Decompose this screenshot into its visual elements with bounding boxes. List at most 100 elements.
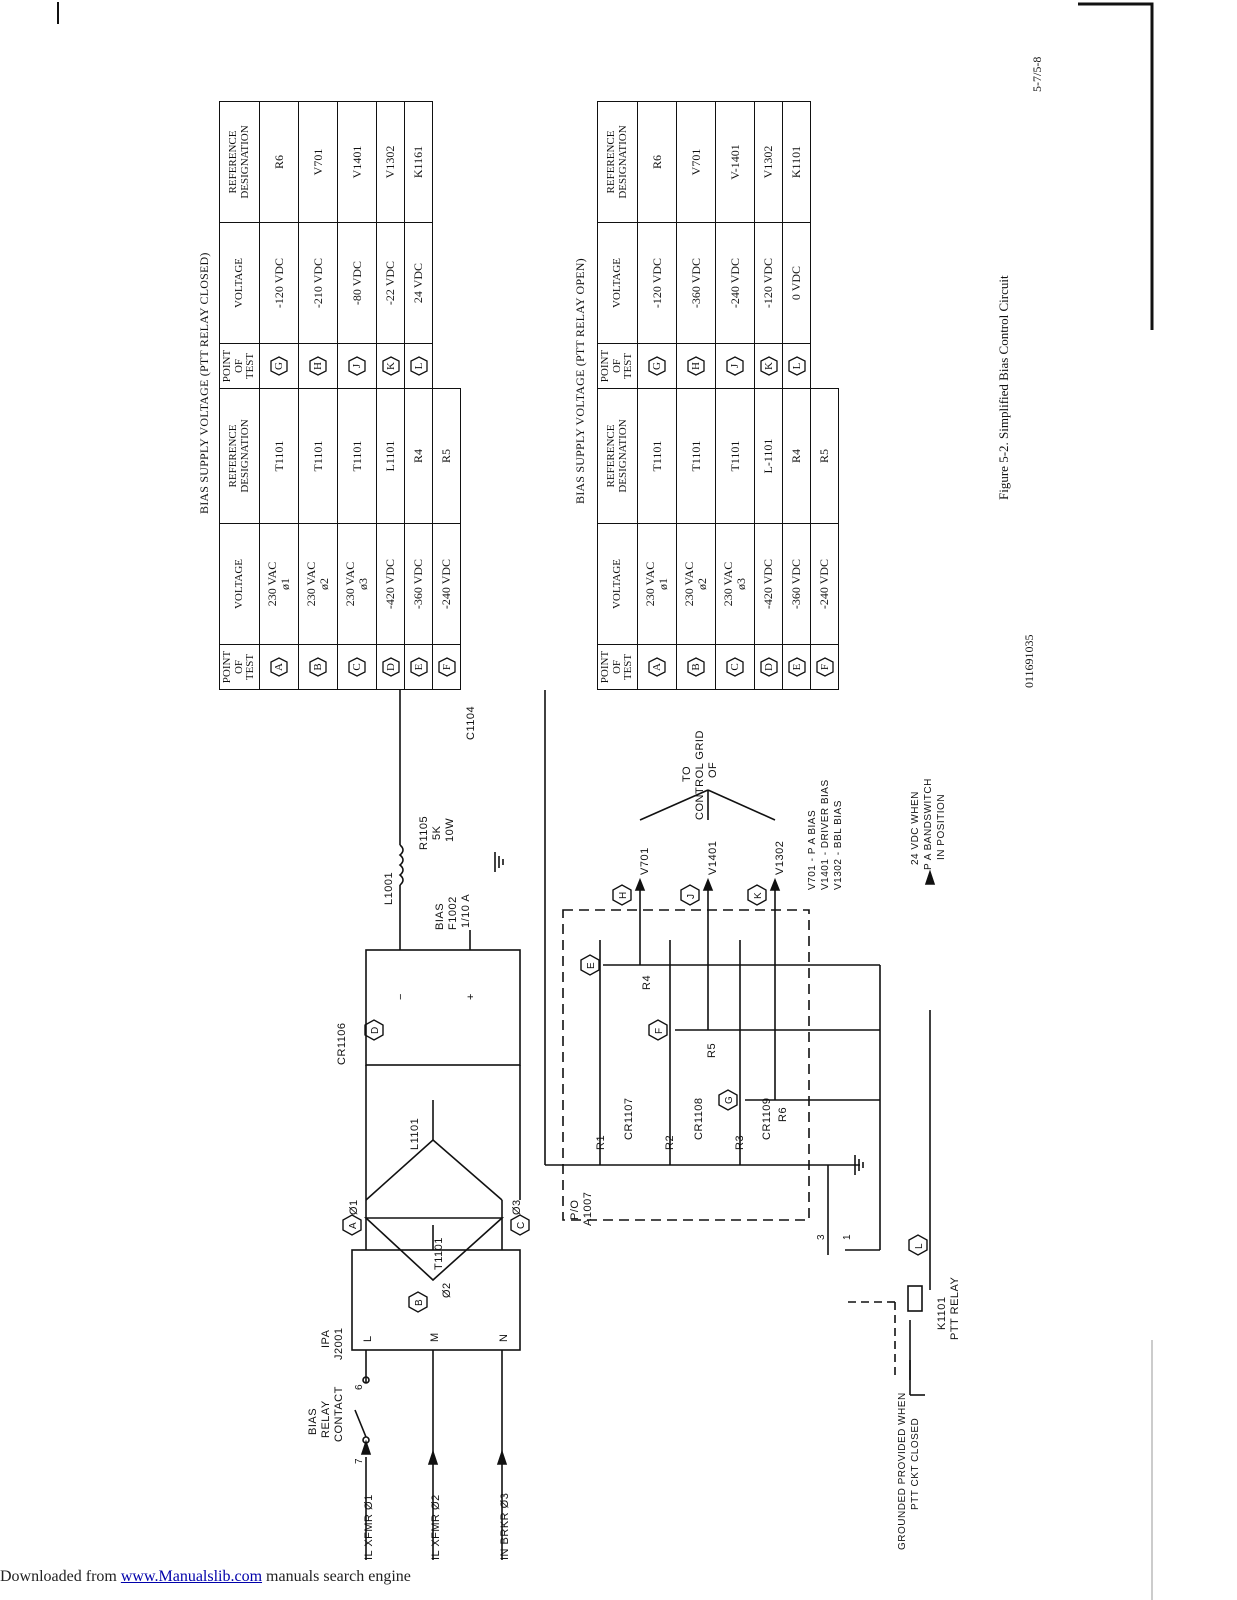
test-point-k-marker: K (747, 884, 767, 906)
test-point-d-marker: D (364, 1019, 384, 1041)
test-point-h-marker: H (612, 884, 632, 906)
pot-label: R6 (777, 1107, 789, 1122)
pin-label: 7 (354, 1458, 365, 1464)
po-label: P/O (569, 1200, 581, 1220)
svg-text:A: A (348, 1222, 359, 1229)
test-point-f: F (437, 657, 456, 677)
ground-note: PTT CKT CLOSED (910, 1418, 921, 1510)
table-cell: E (404, 644, 433, 690)
terminal-label: L (362, 1335, 374, 1342)
table-cell: -80 VDC (337, 222, 377, 344)
ipa-label: J2001 (333, 1328, 345, 1360)
bias-relay-label: BIAS (307, 1408, 319, 1435)
table-cell: E (782, 644, 811, 690)
table-cell: T1101 (715, 388, 755, 524)
phase-label: Ø1 (348, 1199, 360, 1215)
table2-title: BIAS SUPPLY VOLTAGE (PTT RELAY OPEN) (573, 258, 587, 504)
svg-text:D: D (370, 1026, 381, 1034)
table-cell: V1302 (376, 101, 405, 223)
table-cell: T1101 (637, 388, 677, 524)
table-cell (811, 223, 839, 344)
table-cell: -120 VDC (259, 222, 299, 344)
table-cell: 24 VDC (404, 222, 433, 344)
tube-label: V1401 (707, 841, 719, 875)
table-cell: -240 VDC (715, 222, 755, 344)
table-cell: -420 VDC (754, 523, 783, 645)
test-point-a: A (648, 657, 666, 677)
table-cell (433, 344, 461, 389)
input-label-phase-1: IL XFMR Ø1 (363, 1494, 375, 1560)
table-cell: D (376, 644, 405, 690)
col-voltage: VOLTAGE (597, 523, 638, 645)
vdc-note: IN POSITION (936, 794, 947, 860)
document-number: 011691035 (1022, 634, 1036, 688)
terminal-label: N (498, 1334, 510, 1342)
manualslib-link[interactable]: www.Manualslib.com (120, 1568, 263, 1585)
col-voltage-2: VOLTAGE (597, 222, 638, 344)
test-point-e: E (409, 657, 428, 677)
tube-label: V1302 (774, 841, 786, 875)
test-point-k: K (381, 356, 400, 376)
control-grid-label: TO (681, 766, 693, 782)
table-cell: J (337, 343, 377, 389)
table-cell: 0 VDC (782, 222, 811, 344)
test-point-l: L (409, 356, 428, 376)
table1-title: BIAS SUPPLY VOLTAGE (PTT RELAY CLOSED) (197, 252, 211, 514)
table-cell (433, 223, 461, 344)
table-cell: F (810, 644, 839, 690)
table-cell: G (259, 343, 299, 389)
test-point-f-marker: F (648, 1019, 668, 1041)
pin-label: 6 (354, 1384, 365, 1390)
table-cell: L-1101 (754, 388, 783, 524)
table-cell: R4 (782, 388, 811, 524)
svg-text:L: L (914, 1243, 925, 1249)
r1105-label: 10W (444, 818, 456, 842)
table-cell: L (404, 343, 433, 389)
table-cell: J (715, 343, 755, 389)
phase-label: Ø2 (441, 1282, 453, 1298)
relay-contact-label: 1 (842, 1234, 853, 1240)
control-grid-label: OF (707, 762, 719, 778)
table-cell: K (376, 343, 405, 389)
test-point-b: B (687, 657, 705, 677)
test-point-a-marker: A (342, 1214, 362, 1236)
test-point-d: D (759, 657, 778, 677)
table-cell: T1101 (337, 388, 377, 524)
table-cell: -120 VDC (637, 222, 677, 344)
fuse-label: F1002 (447, 896, 459, 930)
test-point-d: D (381, 657, 400, 677)
table-cell: T1101 (259, 388, 299, 524)
po-label: A1007 (582, 1192, 594, 1226)
cr1106-label: CR1106 (336, 1022, 348, 1065)
table-cell: T1101 (676, 388, 716, 524)
table-cell: -360 VDC (782, 523, 811, 645)
r1105-label: 5K (431, 825, 443, 840)
table-cell: K1161 (404, 101, 433, 223)
table-cell: C (337, 644, 377, 690)
c1104-label: C1104 (465, 706, 477, 740)
bias-relay-label: RELAY (320, 1400, 332, 1438)
footer-prefix: Downloaded from (0, 1568, 121, 1585)
table-cell: -420 VDC (376, 523, 405, 645)
pot-label: R5 (706, 1043, 718, 1058)
